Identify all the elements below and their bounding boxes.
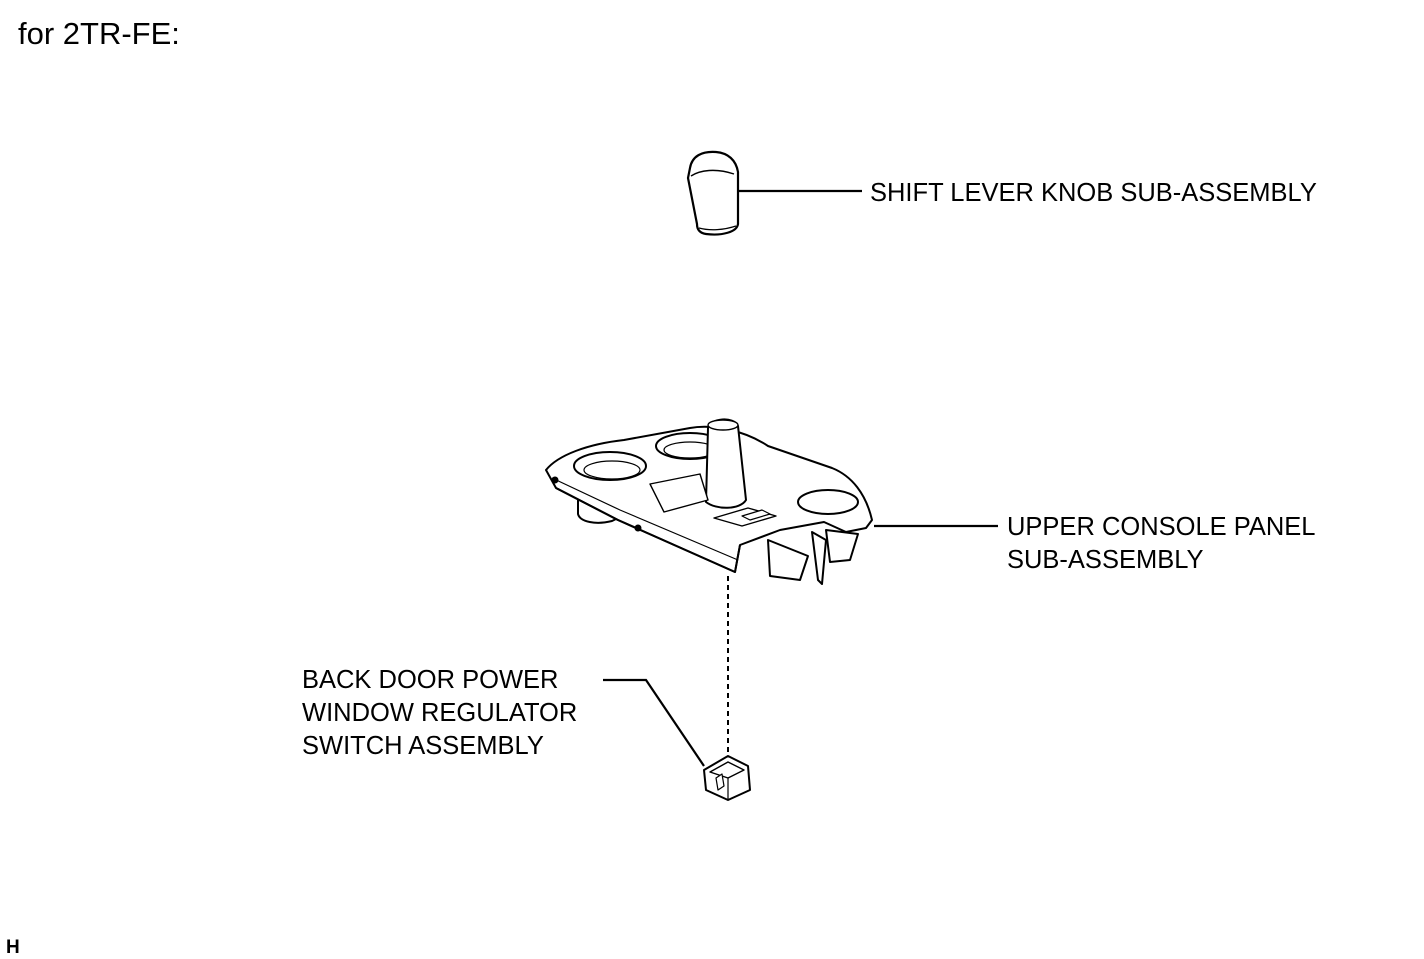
leader-line-back-door-switch: [603, 678, 705, 767]
corner-mark: H: [6, 937, 20, 958]
label-line: SWITCH ASSEMBLY: [302, 732, 544, 760]
label-line: SUB-ASSEMBLY: [1007, 546, 1204, 574]
label-line: WINDOW REGULATOR: [302, 699, 578, 727]
label-upper-console-panel: UPPER CONSOLE PANEL SUB-ASSEMBLY: [1007, 511, 1315, 577]
label-line: BACK DOOR POWER: [302, 666, 559, 694]
label-line: SHIFT LEVER KNOB SUB-ASSEMBLY: [870, 179, 1317, 207]
upper-console-panel-drawing: [545, 418, 873, 585]
label-line: UPPER CONSOLE PANEL: [1007, 513, 1316, 541]
shift-lever-knob-drawing: [686, 150, 740, 236]
back-door-switch-drawing: [703, 755, 751, 801]
label-back-door-switch: BACK DOOR POWER WINDOW REGULATOR SWITCH …: [302, 664, 577, 763]
label-shift-lever-knob: SHIFT LEVER KNOB SUB-ASSEMBLY: [870, 177, 1317, 210]
page-heading: for 2TR-FE:: [18, 16, 180, 51]
